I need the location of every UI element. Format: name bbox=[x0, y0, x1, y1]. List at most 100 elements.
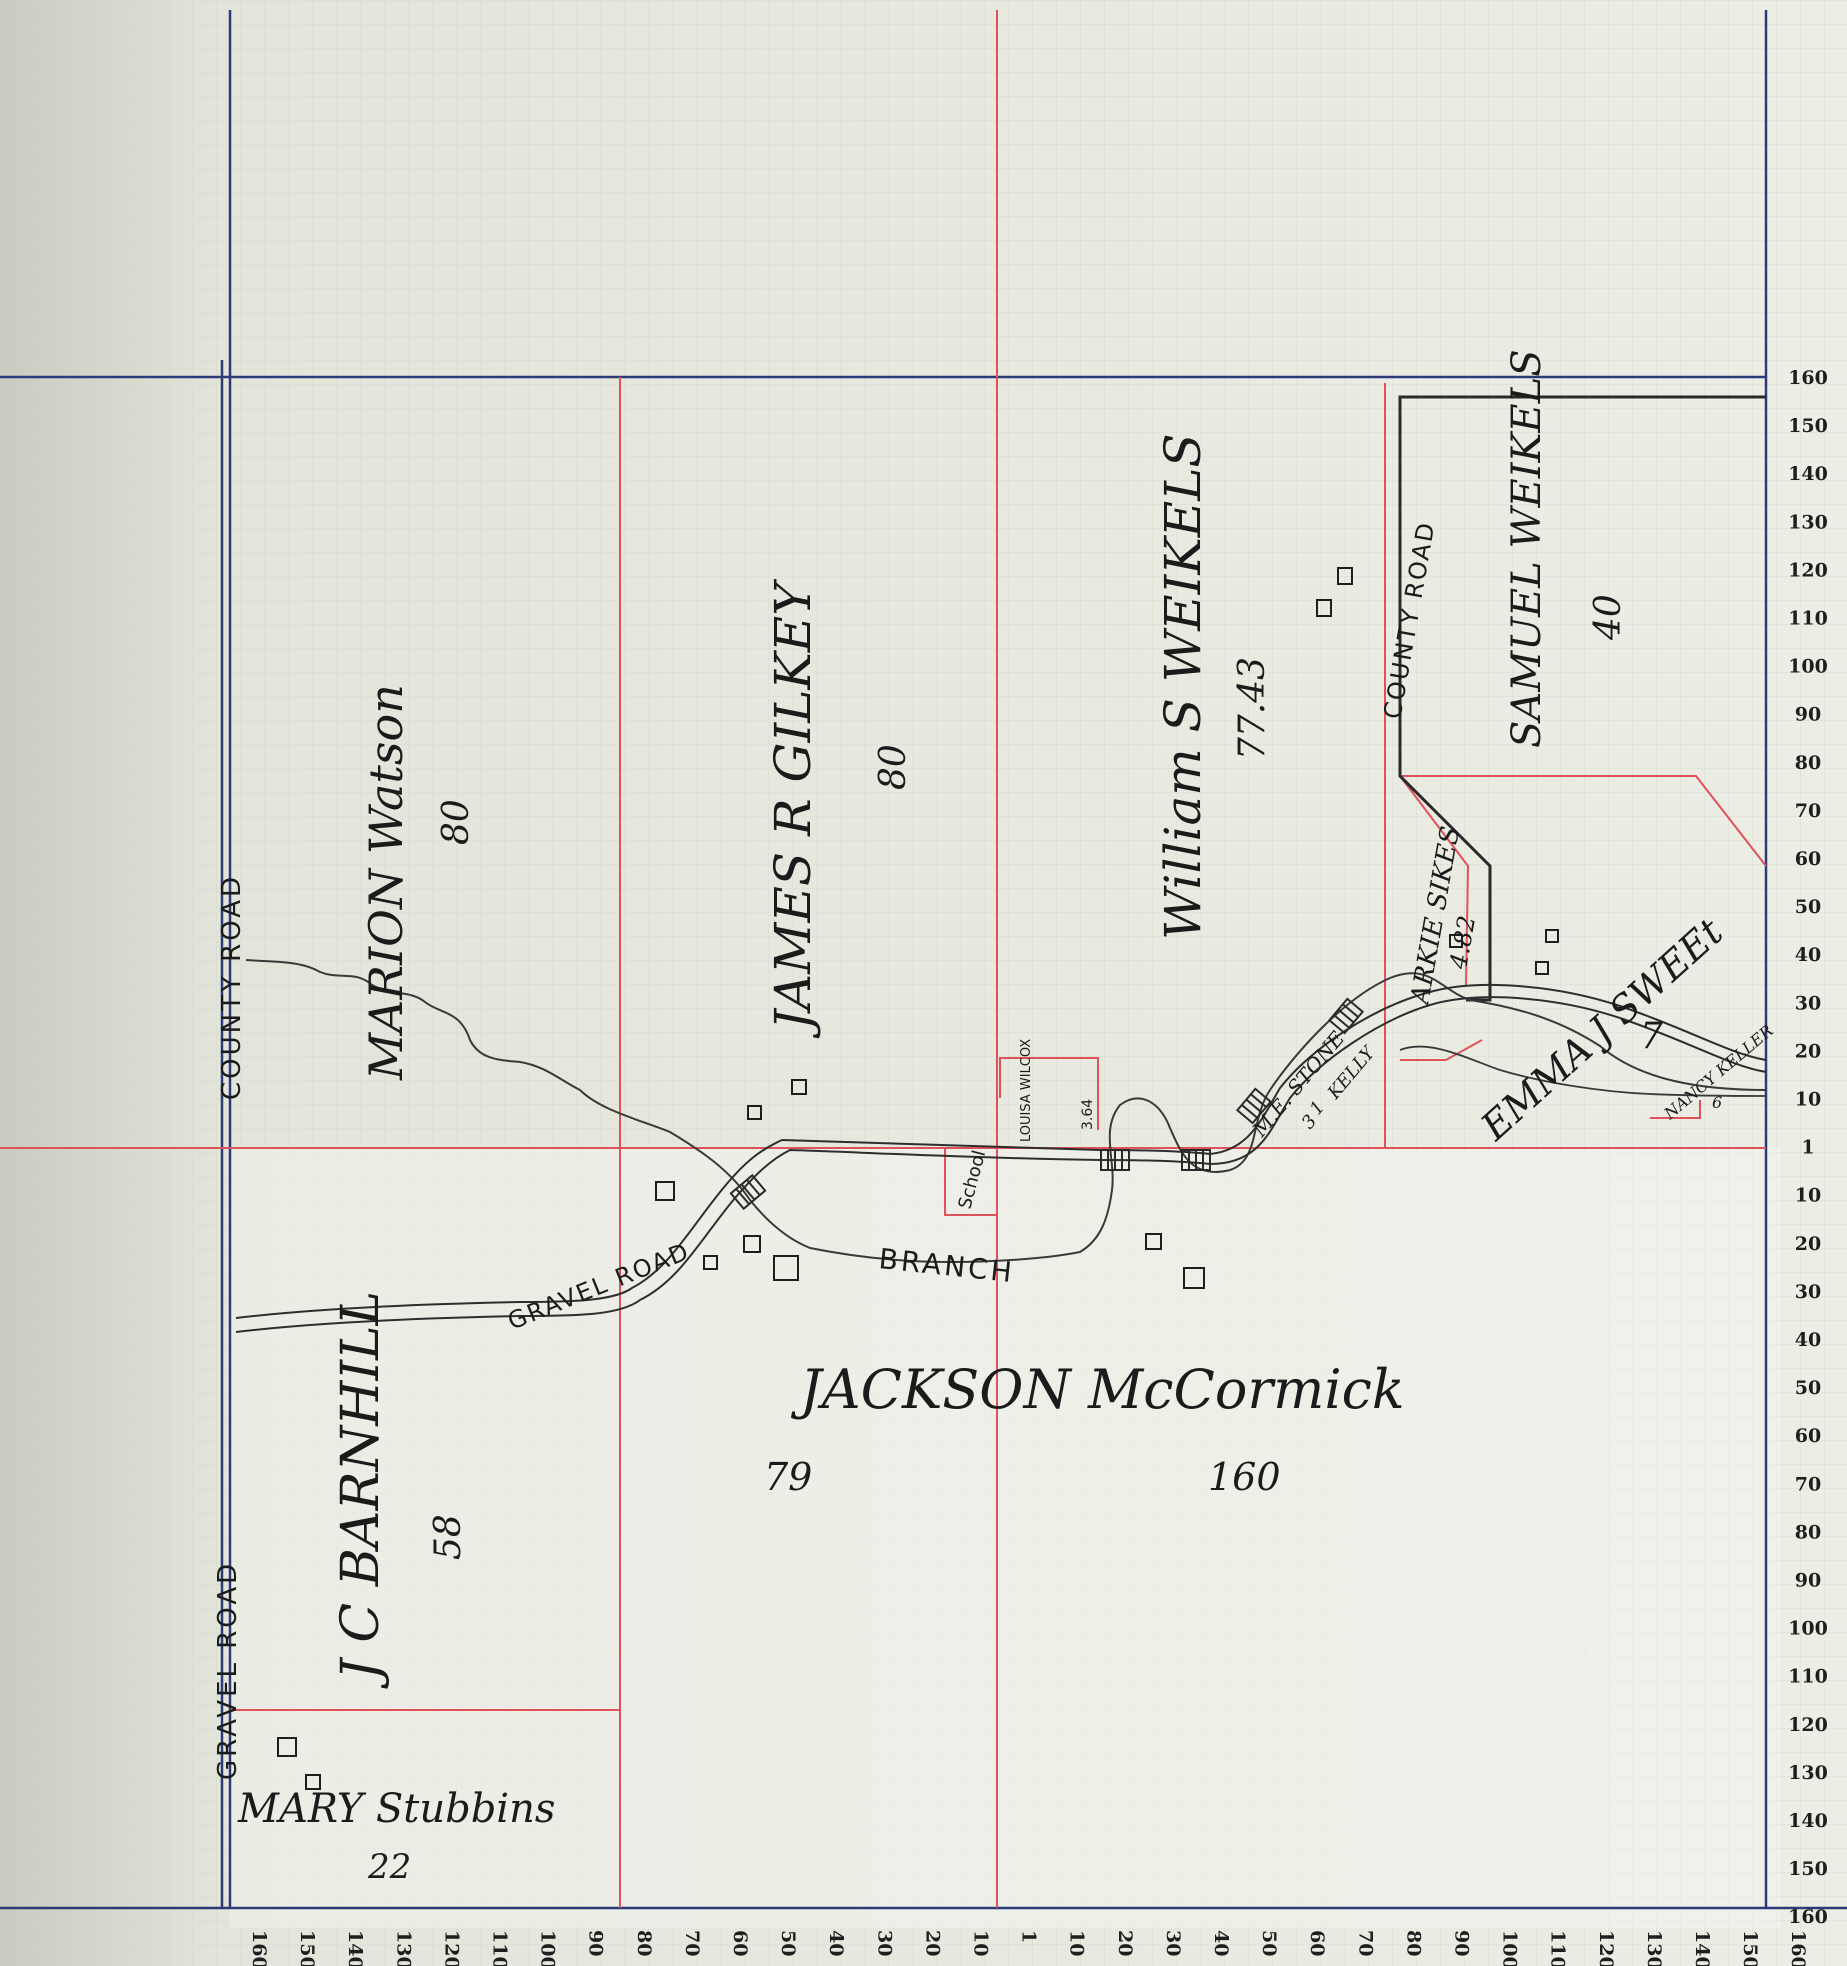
scale-tick-label: 140 bbox=[1788, 1810, 1828, 1832]
scale-tick-label: 80 bbox=[1402, 1930, 1424, 1956]
scale-tick-label: 150 bbox=[1788, 415, 1828, 437]
house-marker bbox=[305, 1774, 321, 1790]
scale-tick-label: 20 bbox=[921, 1930, 943, 1956]
scale-tick-label: 40 bbox=[1210, 1930, 1232, 1956]
scale-tick-label: 110 bbox=[1547, 1930, 1569, 1966]
scale-tick-label: 80 bbox=[1795, 1521, 1821, 1543]
scale-tick-label: 90 bbox=[585, 1930, 607, 1956]
owner-samuel-weikels-name: SAMUEL WEIKELS bbox=[1504, 349, 1550, 748]
scale-tick-label: 10 bbox=[970, 1930, 992, 1956]
scale-tick-label: 40 bbox=[1795, 944, 1821, 966]
scale-tick-label: 30 bbox=[1795, 992, 1821, 1014]
owner-marion-watson-acres: 80 bbox=[436, 799, 477, 845]
scale-tick-label: 140 bbox=[1788, 463, 1828, 485]
house-markers bbox=[277, 567, 1559, 1790]
scale-tick-label: 100 bbox=[1788, 656, 1828, 678]
scale-tick-label: 130 bbox=[1788, 1762, 1828, 1784]
scale-tick-label: 110 bbox=[489, 1930, 511, 1966]
house-marker bbox=[1316, 599, 1332, 617]
scale-tick-label: 160 bbox=[1788, 1906, 1828, 1928]
scale-tick-label: 160 bbox=[1787, 1930, 1809, 1966]
scale-tick-label: 60 bbox=[1306, 1930, 1328, 1956]
owner-james-gilkey-name: JAMES R GILKEY bbox=[764, 579, 822, 1039]
scale-tick-label: 40 bbox=[825, 1930, 847, 1956]
scale-tick-label: 30 bbox=[1795, 1281, 1821, 1303]
house-marker bbox=[1449, 934, 1463, 948]
scale-tick-label: 160 bbox=[248, 1930, 270, 1966]
scale-tick-label: 10 bbox=[1066, 1930, 1088, 1956]
scale-tick-label: 60 bbox=[1795, 848, 1821, 870]
scale-tick-label: 120 bbox=[1788, 559, 1828, 581]
scale-tick-label: 150 bbox=[1788, 1858, 1828, 1880]
owner-emma-sweet-acres: 7 bbox=[1640, 1016, 1663, 1057]
owner-jackson-mccormick-acres-total: 160 bbox=[1208, 1455, 1281, 1499]
house-marker bbox=[655, 1181, 675, 1201]
owner-james-gilkey-acres: 80 bbox=[873, 744, 914, 790]
owner-william-weikels-acres: 77.43 bbox=[1232, 657, 1273, 760]
scale-tick-label: 90 bbox=[1451, 1930, 1473, 1956]
scale-tick-label: 1 bbox=[1018, 1930, 1040, 1943]
county-road-label-1: COUNTY ROAD bbox=[217, 874, 247, 1100]
house-marker bbox=[703, 1255, 718, 1270]
scale-tick-label: 80 bbox=[1795, 752, 1821, 774]
scale-tick-label: 120 bbox=[1595, 1930, 1617, 1966]
scale-tick-label: 130 bbox=[1643, 1930, 1665, 1966]
samuel-weikels-boundary bbox=[1398, 395, 1766, 1002]
owner-samuel-weikels-acres: 40 bbox=[1588, 594, 1629, 641]
scale-tick-label: 160 bbox=[1788, 367, 1828, 389]
scale-tick-label: 10 bbox=[1795, 1185, 1821, 1207]
owner-louisa-wilcox-name: LOUISA WILCOX bbox=[1019, 1039, 1034, 1142]
scale-tick-label: 20 bbox=[1795, 1040, 1821, 1062]
house-marker bbox=[791, 1079, 807, 1095]
scale-tick-label: 70 bbox=[1795, 1473, 1821, 1495]
gravel-road bbox=[235, 983, 1767, 1333]
house-marker bbox=[1183, 1267, 1205, 1289]
lower-lightened-area bbox=[230, 1148, 1780, 1928]
gravel-road-label-1: GRAVEL ROAD bbox=[213, 1561, 243, 1780]
owner-mary-stubbins-acres: 22 bbox=[367, 1847, 411, 1887]
house-marker bbox=[743, 1235, 761, 1253]
scale-tick-label: 70 bbox=[681, 1930, 703, 1956]
owner-mary-stubbins-name: MARY Stubbins bbox=[237, 1786, 555, 1832]
owner-jc-barnhill-acres: 58 bbox=[428, 1514, 469, 1560]
scale-tick-label: 60 bbox=[1795, 1425, 1821, 1447]
owner-jc-barnhill-name: J C BARNHILL bbox=[331, 1291, 391, 1689]
scale-tick-label: 60 bbox=[729, 1930, 751, 1956]
scale-tick-label: 20 bbox=[1114, 1930, 1136, 1956]
scale-tick-label: 90 bbox=[1795, 704, 1821, 726]
scale-tick-label: 80 bbox=[633, 1930, 655, 1956]
scale-tick-label: 100 bbox=[537, 1930, 559, 1966]
owner-jackson-mccormick-name: JACKSON McCormick bbox=[790, 1358, 1405, 1421]
scale-tick-label: 70 bbox=[1354, 1930, 1376, 1956]
scale-tick-label: 30 bbox=[1162, 1930, 1184, 1956]
scale-tick-label: 30 bbox=[873, 1930, 895, 1956]
house-marker bbox=[277, 1737, 297, 1757]
house-marker bbox=[747, 1105, 762, 1120]
scale-tick-label: 130 bbox=[1788, 511, 1828, 533]
scale-tick-label: 50 bbox=[1795, 1377, 1821, 1399]
scale-tick-label: 40 bbox=[1795, 1329, 1821, 1351]
house-marker bbox=[1545, 929, 1559, 943]
owner-jackson-mccormick-acres: 79 bbox=[764, 1455, 812, 1499]
scale-tick-label: 70 bbox=[1795, 800, 1821, 822]
scale-tick-label: 20 bbox=[1795, 1233, 1821, 1255]
scale-tick-label: 150 bbox=[1739, 1930, 1761, 1966]
branch-creek bbox=[245, 959, 1767, 1264]
scale-tick-label: 100 bbox=[1499, 1930, 1521, 1966]
scale-tick-label: 120 bbox=[1788, 1714, 1828, 1736]
owner-nancy-keller-acres: 6 bbox=[1712, 1093, 1722, 1112]
house-marker bbox=[1145, 1233, 1162, 1250]
scale-tick-label: 90 bbox=[1795, 1570, 1821, 1592]
house-marker bbox=[1535, 961, 1549, 975]
section-lines bbox=[0, 10, 1847, 1910]
scale-tick-label: 140 bbox=[1691, 1930, 1713, 1966]
owner-marion-watson-name: MARION Watson bbox=[359, 684, 413, 1081]
subdivision-lines bbox=[0, 10, 1767, 1908]
house-marker bbox=[773, 1255, 799, 1281]
right-scale: 1601501401301201101009080706050403020101… bbox=[1788, 367, 1828, 1928]
scale-tick-label: 10 bbox=[1795, 1089, 1821, 1111]
scale-tick-label: 120 bbox=[440, 1930, 462, 1966]
owner-william-weikels-name: William S WEIKELS bbox=[1154, 433, 1212, 940]
